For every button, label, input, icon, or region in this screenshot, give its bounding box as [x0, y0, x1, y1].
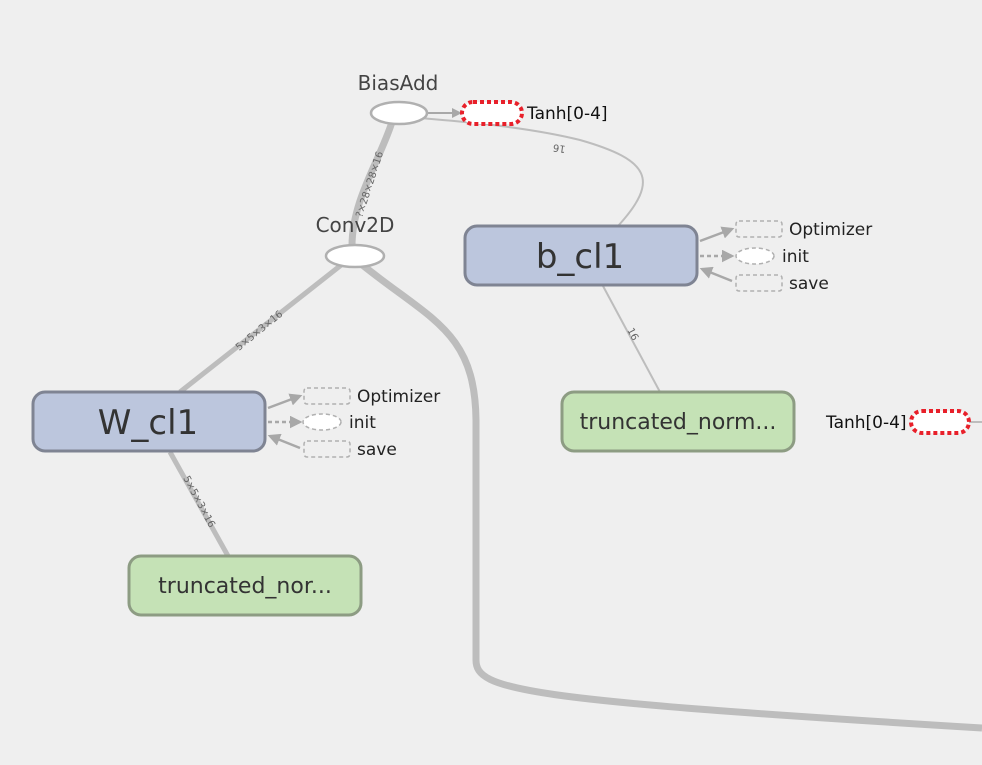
w-cl1-label: W_cl1	[98, 403, 198, 443]
edge-w-to-conv[interactable]	[178, 260, 347, 394]
w-cl1-box[interactable]	[31, 390, 267, 453]
trunc-b-node[interactable]: truncated_norm...	[560, 390, 796, 453]
bias-add-node[interactable]: BiasAdd	[358, 71, 439, 126]
tanh-right-label: Tanh[0-4]	[825, 413, 907, 433]
w-optimizer-label: Optimizer	[357, 387, 440, 407]
edge-w-optimizer[interactable]	[267, 393, 303, 410]
edge-w-save[interactable]	[267, 433, 301, 450]
conv2d-ellipse[interactable]	[324, 243, 386, 269]
tanh-right-node[interactable]: Tanh[0-4]	[825, 409, 971, 435]
w-optimizer-box[interactable]	[303, 387, 351, 405]
b-cl1-box[interactable]	[463, 224, 699, 287]
edge-trunc-to-b[interactable]	[602, 285, 661, 393]
edge-conv-output[interactable]	[357, 260, 982, 732]
trunc-w-label: truncated_nor...	[158, 574, 332, 599]
b-init-label: init	[782, 247, 809, 267]
trunc-w-box[interactable]	[127, 554, 363, 617]
b-cl1-label: b_cl1	[536, 237, 624, 277]
b-optimizer-label: Optimizer	[789, 220, 872, 240]
tanh-top-node[interactable]: Tanh[0-4]	[460, 100, 608, 126]
w-cl1-node[interactable]: W_cl1	[31, 390, 267, 453]
conv2d-label: Conv2D	[316, 213, 395, 237]
w-save-label: save	[357, 440, 397, 460]
trunc-b-label: truncated_norm...	[580, 410, 777, 435]
w-init-label: init	[349, 413, 376, 433]
trunc-b-box[interactable]	[560, 390, 796, 453]
trunc-w-node[interactable]: truncated_nor...	[127, 554, 363, 617]
w-save-box[interactable]	[303, 440, 351, 458]
conv2d-node[interactable]: Conv2D	[316, 213, 395, 269]
tanh-right-series-icon[interactable]	[909, 409, 971, 435]
w-init-ellipse[interactable]	[302, 413, 342, 431]
edges	[167, 108, 982, 732]
edge-conv-to-bias[interactable]	[348, 120, 396, 247]
edge-label-b-to-bias: 16	[552, 141, 566, 154]
bias-add-ellipse[interactable]	[369, 100, 429, 126]
b-cl1-aux: Optimizer init save	[735, 220, 872, 294]
edge-label-conv-to-bias: ?×28×28×16	[354, 150, 386, 219]
edge-b-to-bias[interactable]	[419, 117, 644, 227]
edge-b-save[interactable]	[699, 266, 733, 283]
edge-label-trunc-to-b: 16	[624, 326, 640, 342]
edge-label-trunc-to-w: 5×5×3×16	[180, 474, 216, 529]
b-optimizer-box[interactable]	[735, 220, 783, 238]
edge-b-optimizer[interactable]	[699, 226, 735, 243]
tanh-top-label: Tanh[0-4]	[526, 104, 608, 124]
b-save-label: save	[789, 274, 829, 294]
b-init-ellipse[interactable]	[735, 247, 775, 265]
b-cl1-node[interactable]: b_cl1	[463, 224, 699, 287]
edge-trunc-to-w[interactable]	[167, 450, 231, 558]
edge-label-w-to-conv: 5×5×3×16	[234, 309, 285, 353]
tanh-top-series-icon[interactable]	[460, 100, 524, 126]
b-save-box[interactable]	[735, 274, 783, 292]
w-cl1-aux: Optimizer init save	[302, 387, 440, 460]
bias-add-label: BiasAdd	[358, 71, 439, 95]
edge-labels: ?×28×28×16 16 5×5×3×16 5×5×3×16 16	[180, 141, 640, 529]
